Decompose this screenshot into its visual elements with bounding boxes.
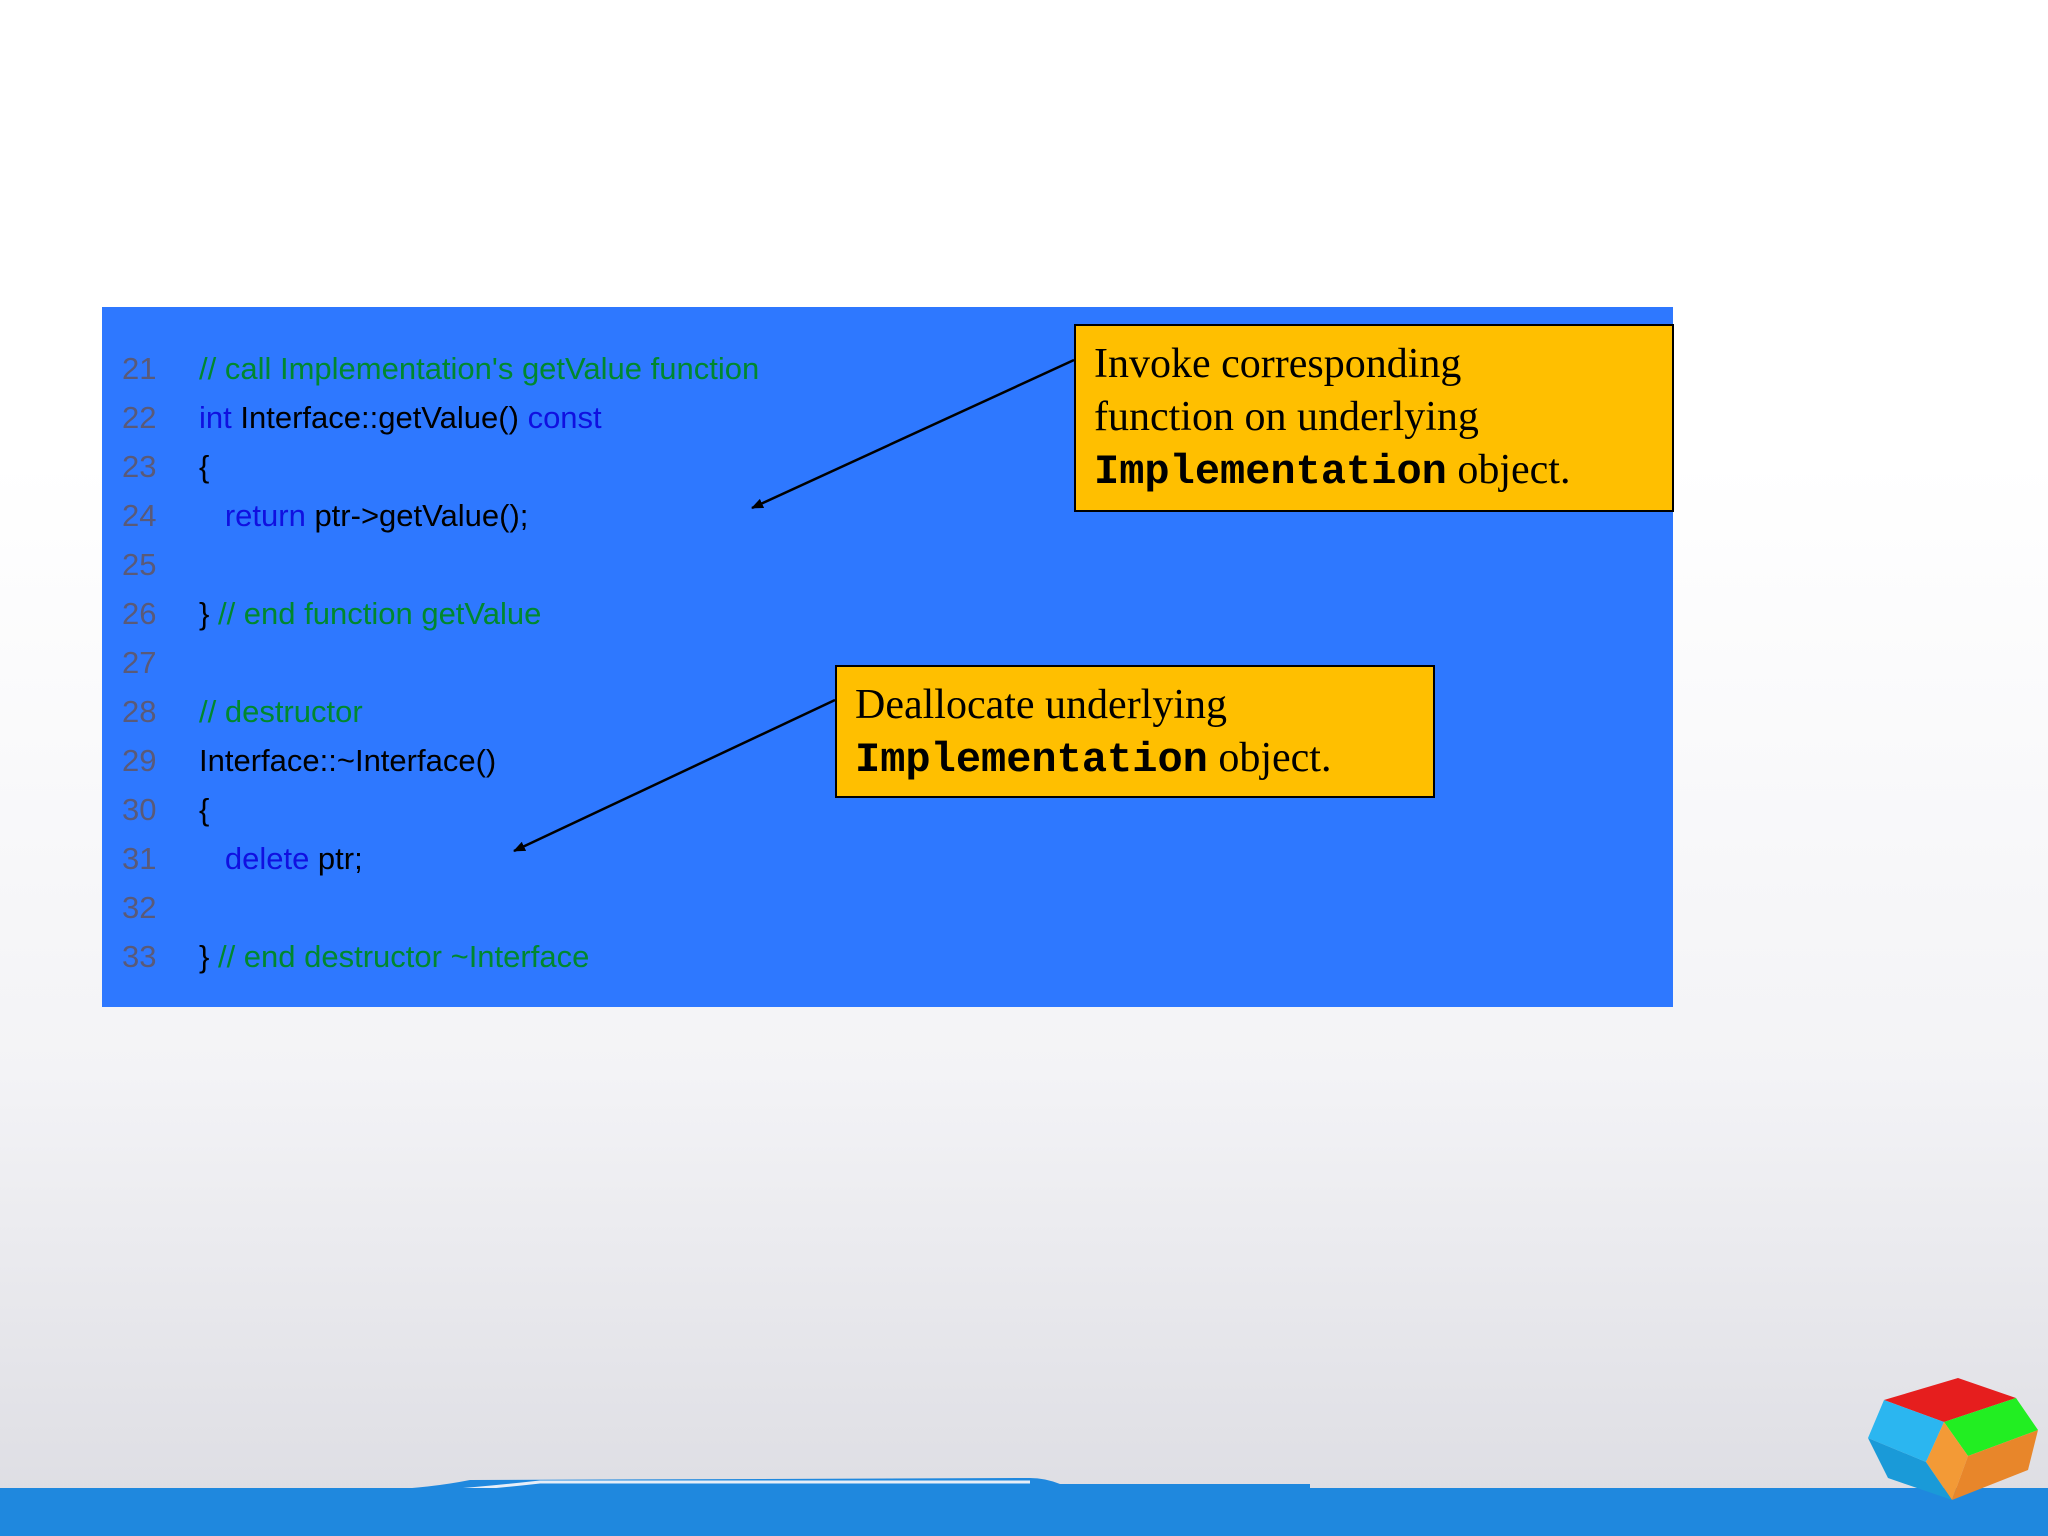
line-code: } // end destructor ~Interface <box>199 932 589 981</box>
line-number: 27 <box>122 645 157 680</box>
code-token-keyword: return <box>224 498 306 533</box>
arrow-dealloc <box>513 698 836 853</box>
line-number: 25 <box>122 547 157 582</box>
callout-invoke-line1: Invoke corresponding <box>1094 341 1462 387</box>
line-code: { <box>199 785 209 834</box>
line-number: 28 <box>122 694 157 729</box>
line-code: delete ptr; <box>199 834 363 883</box>
line-code: return ptr->getValue(); <box>199 491 529 540</box>
code-token-comment: // destructor <box>199 694 363 729</box>
line-code: { <box>199 442 209 491</box>
line-number: 26 <box>122 596 157 631</box>
line-number: 24 <box>122 498 157 533</box>
callout-invoke-line2: function on underlying <box>1094 394 1479 440</box>
line-number: 32 <box>122 890 157 925</box>
callout-invoke: Invoke corresponding function on underly… <box>1074 324 1674 512</box>
line-number: 21 <box>122 351 157 386</box>
line-number: 33 <box>122 939 157 974</box>
line-number: 23 <box>122 449 157 484</box>
code-token-keyword: const <box>527 400 602 435</box>
line-code: int Interface::getValue() const <box>199 393 602 442</box>
callout-dealloc-tail: object. <box>1207 735 1332 781</box>
code-token-plain: ptr; <box>309 841 363 876</box>
arrow-invoke <box>751 358 1075 510</box>
callout-invoke-line3: Implementation object. <box>1094 444 1654 499</box>
line-number: 29 <box>122 743 157 778</box>
code-token-plain: ptr->getValue(); <box>305 498 529 533</box>
code-token-keyword: delete <box>224 841 310 876</box>
callout-invoke-tail: object. <box>1446 447 1571 493</box>
code-token-comment: // end function getValue <box>217 596 542 631</box>
callout-dealloc-code-word: Implementation <box>855 736 1208 784</box>
line-number: 22 <box>122 400 157 435</box>
code-token-comment: // call Implementation's getValue functi… <box>199 351 760 386</box>
line-code: // destructor <box>199 687 363 736</box>
line-code: Interface::~Interface() <box>199 736 496 785</box>
footer-band <box>0 1488 2048 1536</box>
code-token-plain: Interface::getValue() <box>231 400 528 435</box>
code-token-keyword: int <box>199 400 232 435</box>
line-code: } // end function getValue <box>199 589 541 638</box>
code-token-plain: { <box>199 449 210 484</box>
code-token-plain: { <box>199 792 210 827</box>
code-token-comment: // end destructor ~Interface <box>217 939 590 974</box>
callout-dealloc-line2: Implementation object. <box>855 732 1415 787</box>
code-token-plain: } <box>199 596 218 631</box>
code-token-plain: Interface::~Interface() <box>199 743 497 778</box>
callout-dealloc-line1: Deallocate underlying <box>855 682 1228 728</box>
callout-invoke-code-word: Implementation <box>1094 448 1447 496</box>
callout-dealloc: Deallocate underlying Implementation obj… <box>835 665 1435 798</box>
colored-cube-logo-icon <box>1868 1378 2038 1500</box>
code-token-plain: } <box>199 939 218 974</box>
line-number: 30 <box>122 792 157 827</box>
line-code: // call Implementation's getValue functi… <box>199 344 759 393</box>
line-number: 31 <box>122 841 157 876</box>
